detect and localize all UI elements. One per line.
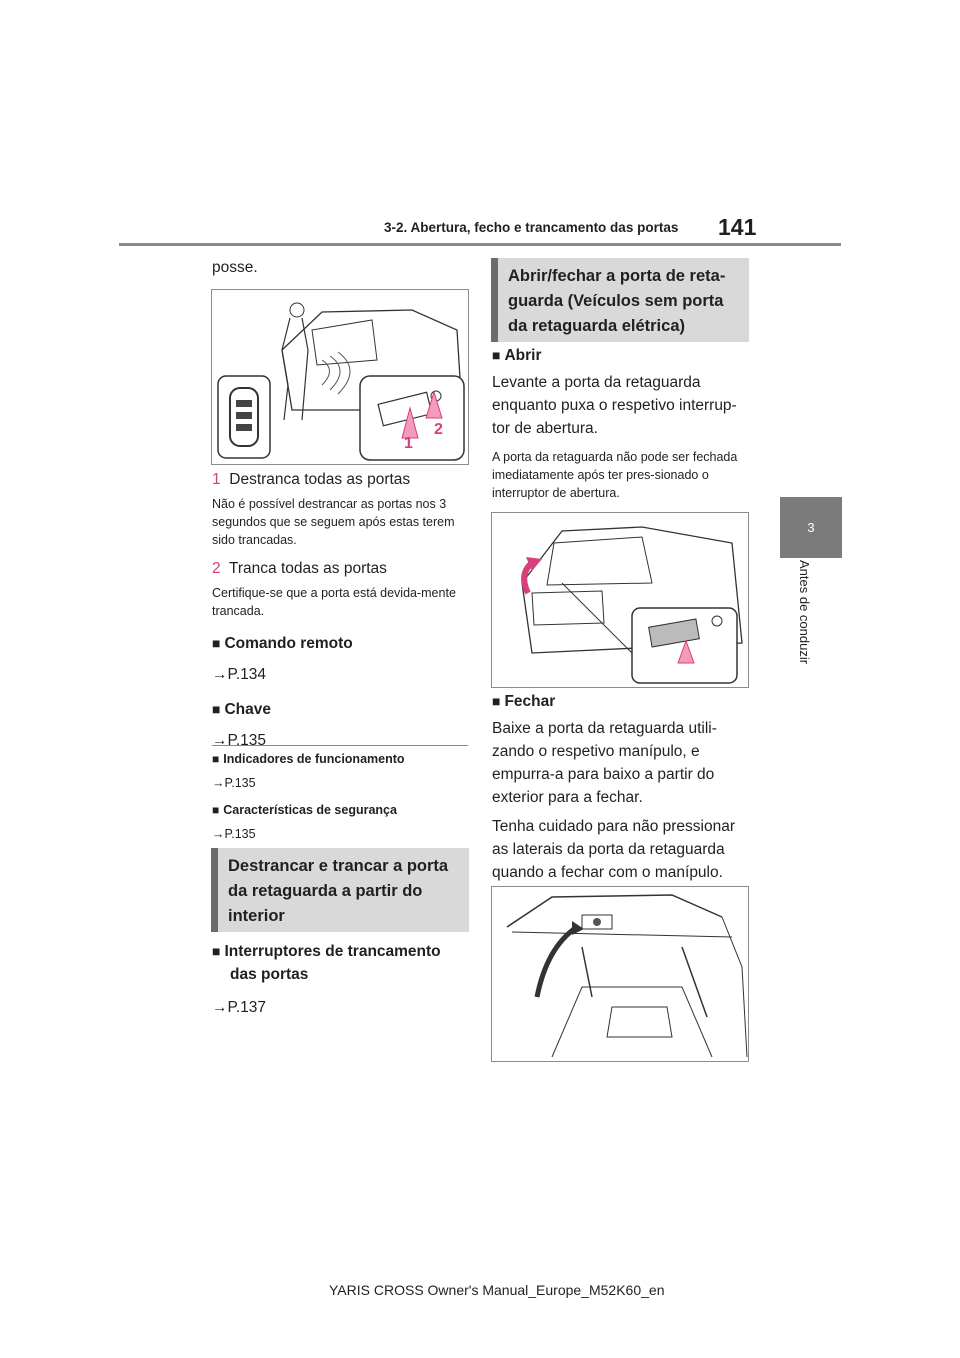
page-number: 141 bbox=[718, 214, 757, 240]
remote-key-figure: 1 2 bbox=[211, 289, 469, 465]
step-1-number: 1 bbox=[212, 471, 221, 488]
arrow-icon: → bbox=[212, 999, 228, 1016]
key-ref[interactable]: P.135 bbox=[227, 732, 267, 749]
switches-heading: Interruptores de trancamento das portas bbox=[224, 943, 441, 983]
notes-list: ■Indicadores de funcionamento →P.135 ■Ca… bbox=[212, 752, 405, 841]
section-title-tailgate: Abrir/fechar a porta de reta-guarda (Veí… bbox=[491, 258, 749, 342]
tailgate-close-illustration bbox=[506, 894, 748, 1058]
open-section: ■Abrir Levante a porta da retaguarda enq… bbox=[492, 344, 750, 502]
steps-list: 1 Destranca todas as portas Não é possív… bbox=[212, 468, 470, 752]
section-header-title: 3-2. Abertura, fecho e trancamento das p… bbox=[384, 220, 679, 235]
close-heading: Fechar bbox=[504, 693, 556, 710]
key-section: ■Chave →P.135 bbox=[212, 701, 271, 749]
chapter-label: Antes de conduzir bbox=[797, 560, 812, 665]
tailgate-open-illustration bbox=[521, 526, 743, 684]
arrow-icon: → bbox=[212, 827, 225, 841]
close-section: ■Fechar Baixe a porta da retaguarda util… bbox=[492, 690, 750, 884]
key-heading: Chave bbox=[224, 701, 271, 718]
remote-heading: Comando remoto bbox=[224, 635, 353, 652]
tailgate-close-figure bbox=[491, 886, 749, 1062]
remote-ref[interactable]: P.134 bbox=[227, 666, 267, 683]
note-divider bbox=[212, 745, 468, 746]
chapter-tab: 3 bbox=[780, 497, 842, 558]
open-note: A porta da retaguarda não pode ser fecha… bbox=[492, 450, 738, 500]
step-2: 2 Tranca todas as portas Certifique-se q… bbox=[212, 557, 470, 620]
close-text-1: Baixe a porta da retaguarda utili-zando … bbox=[492, 720, 717, 806]
security-ref[interactable]: P.135 bbox=[224, 827, 256, 841]
indicators-heading: Indicadores de funcionamento bbox=[223, 752, 405, 766]
security-heading: Características de segurança bbox=[223, 803, 397, 817]
switches-ref[interactable]: P.137 bbox=[227, 999, 267, 1016]
step-2-title: Tranca todas as portas bbox=[228, 560, 387, 577]
section-title-interior: Destrancar e trancar a porta da retaguar… bbox=[211, 848, 469, 932]
figure-label-2: 2 bbox=[434, 421, 443, 438]
arrow-icon: → bbox=[212, 666, 228, 683]
close-text-2: Tenha cuidado para não pressionar as lat… bbox=[492, 818, 736, 881]
tailgate-open-figure bbox=[491, 512, 749, 688]
arrow-icon: → bbox=[212, 732, 228, 749]
step-1-title: Destranca todas as portas bbox=[229, 471, 411, 488]
remote-section: ■Comando remoto →P.134 bbox=[212, 635, 353, 683]
intro-text: posse. bbox=[212, 259, 258, 276]
switches-section: ■Interruptores de trancamento das portas… bbox=[212, 943, 441, 1016]
open-text: Levante a porta da retaguarda enquanto p… bbox=[492, 374, 737, 437]
step-1-note: Não é possível destrancar as portas nos … bbox=[212, 497, 455, 547]
step-2-note: Certifique-se que a porta está devida-me… bbox=[212, 586, 456, 618]
step-1: 1 Destranca todas as portas Não é possív… bbox=[212, 468, 470, 549]
figure-label-1: 1 bbox=[404, 435, 413, 452]
arrow-icon: → bbox=[212, 776, 225, 790]
indicators-ref[interactable]: P.135 bbox=[224, 776, 256, 790]
header-divider bbox=[119, 243, 841, 246]
step-2-number: 2 bbox=[212, 560, 221, 577]
remote-key-illustration: 1 2 bbox=[217, 302, 465, 461]
open-heading: Abrir bbox=[504, 347, 542, 364]
chapter-label-container: Antes de conduzir bbox=[797, 560, 817, 690]
footer: YARIS CROSS Owner's Manual_Europe_M52K60… bbox=[329, 1282, 665, 1298]
